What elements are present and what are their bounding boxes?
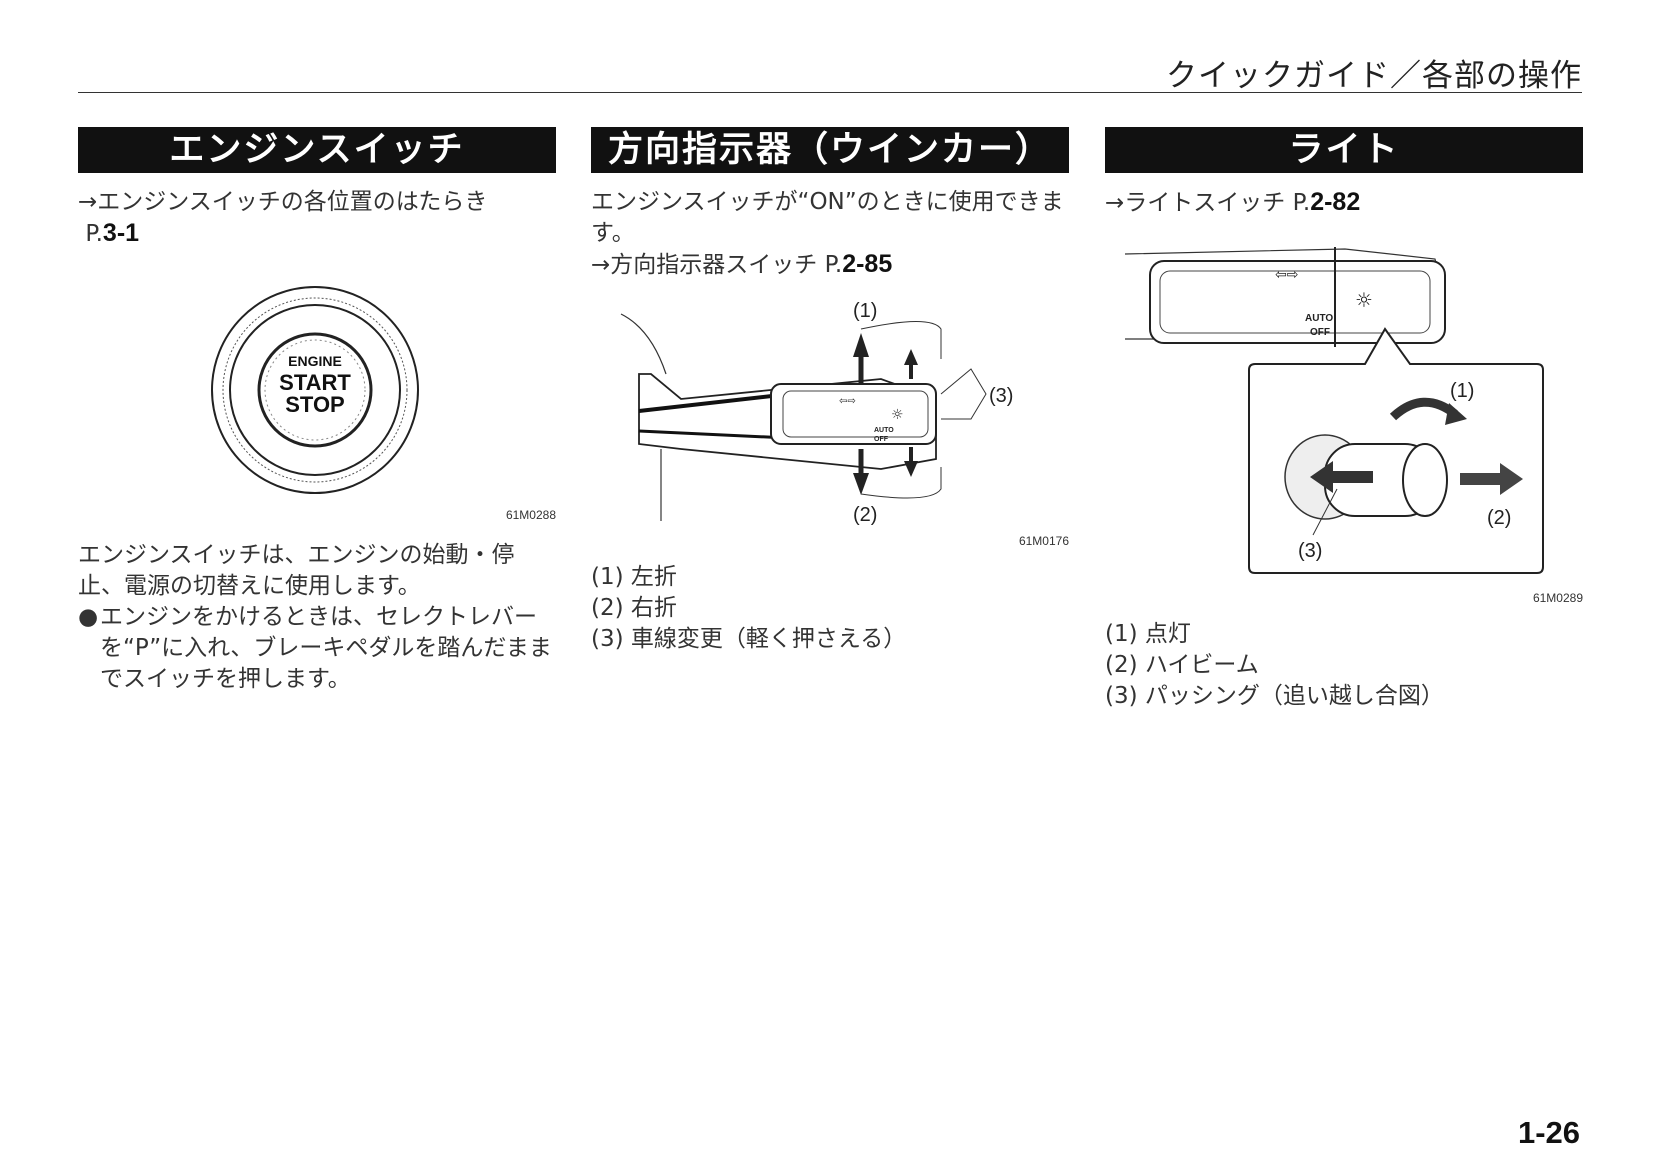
high-beam-arrow-icon bbox=[1460, 463, 1523, 495]
light-switch-legend: (1) 点灯 (2) ハイビーム (3) パッシング（追い越し合図） bbox=[1105, 619, 1583, 712]
section-heading: エンジンスイッチ bbox=[78, 127, 556, 173]
header-rule bbox=[78, 92, 1582, 93]
legend-item: (3) パッシング（追い越し合図） bbox=[1105, 683, 1444, 709]
light-switch-illustration: ⇦⇨ ☼ AUTO OFF (1) (2) (3) bbox=[1124, 247, 1544, 574]
callout-label-3: (3) bbox=[1298, 540, 1322, 562]
section-engine-switch: エンジンスイッチ →エンジンスイッチの各位置のはたらき P.3-1 ENGINE… bbox=[78, 127, 556, 695]
light-on-arrow-icon bbox=[1445, 403, 1467, 425]
callout-label-1: (1) bbox=[853, 300, 877, 322]
lane-change-arrow-down-icon bbox=[904, 461, 918, 477]
cross-reference-text: →ライトスイッチ bbox=[1105, 190, 1286, 216]
turn-signal-legend: (1) 左折 (2) 右折 (3) 車線変更（軽く押さえる） bbox=[591, 562, 1069, 655]
callout-label-3: (3) bbox=[989, 385, 1013, 407]
headlight-sun-icon: ☼ bbox=[1355, 288, 1373, 312]
cross-reference-text: →エンジンスイッチの各位置のはたらき bbox=[78, 189, 488, 215]
callout-label-2: (2) bbox=[1487, 507, 1511, 529]
cross-reference-text: →方向指示器スイッチ bbox=[591, 252, 818, 278]
turn-arrows-icon: ⇦⇨ bbox=[839, 396, 856, 407]
engine-button-figure: ENGINE START STOP 61M0288 bbox=[78, 250, 556, 540]
page-number: 1-26 bbox=[1517, 1115, 1580, 1150]
auto-position-label: AUTO bbox=[1305, 313, 1333, 324]
callout-label-1: (1) bbox=[1450, 380, 1474, 402]
cross-reference: →方向指示器スイッチ P.2-85 bbox=[591, 249, 1069, 281]
arrow-up-icon bbox=[853, 333, 869, 357]
button-label-start: START bbox=[279, 370, 351, 395]
section-light: ライト →ライトスイッチ P.2-82 ⇦⇨ ☼ AUTO OFF (1) (2… bbox=[1105, 127, 1583, 712]
cross-reference: →エンジンスイッチの各位置のはたらき P.3-1 bbox=[78, 187, 556, 250]
bullet-icon: ● bbox=[78, 604, 99, 630]
cross-reference-page-prefix: P. bbox=[85, 221, 103, 247]
cross-reference-page: 2-85 bbox=[842, 250, 893, 278]
auto-position-label: AUTO bbox=[874, 427, 894, 434]
figure-code: 61M0289 bbox=[1532, 591, 1583, 605]
turn-arrows-icon: ⇦⇨ bbox=[1275, 267, 1298, 283]
section-turn-signal: 方向指示器（ウインカー） エンジンスイッチが“ON”のときに使用できます。 →方… bbox=[591, 127, 1069, 655]
engine-start-stop-button-illustration: ENGINE START STOP bbox=[211, 286, 419, 494]
engine-start-note: ● エンジンをかけるときは、セレクトレバーを“P”に入れ、ブレーキペダルを踏んだ… bbox=[78, 602, 556, 695]
cross-reference-page-prefix: P. bbox=[1292, 190, 1311, 216]
light-switch-figure: ⇦⇨ ☼ AUTO OFF (1) (2) (3) 61M0289 bbox=[1105, 239, 1583, 659]
passing-arrow-icon bbox=[1310, 461, 1373, 493]
turn-signal-intro: エンジンスイッチが“ON”のときに使用できます。 bbox=[591, 189, 1064, 246]
figure-code: 61M0176 bbox=[1018, 534, 1069, 548]
engine-switch-description: エンジンスイッチは、エンジンの始動・停止、電源の切替えに使用します。 bbox=[78, 542, 515, 599]
arrow-down-icon bbox=[853, 473, 869, 495]
headlight-sun-icon: ☼ bbox=[891, 407, 904, 423]
off-position-label: OFF bbox=[1310, 327, 1330, 338]
turn-signal-lever-illustration: ⇦⇨ ☼ AUTO OFF (1) (2) (3) bbox=[620, 300, 1013, 526]
lane-change-arrow-up-icon bbox=[904, 349, 918, 365]
turn-signal-figure: ⇦⇨ ☼ AUTO OFF (1) (2) (3) 61M0176 bbox=[591, 289, 1069, 604]
button-label-stop: STOP bbox=[285, 392, 345, 417]
legend-item: (1) 点灯 bbox=[1105, 621, 1191, 647]
section-heading: ライト bbox=[1105, 127, 1583, 173]
page-header-title: クイックガイド／各部の操作 bbox=[1166, 58, 1582, 94]
legend-item: (1) 左折 bbox=[591, 564, 677, 590]
cross-reference: →ライトスイッチ P.2-82 bbox=[1105, 187, 1583, 219]
callout-label-2: (2) bbox=[853, 504, 877, 526]
cross-reference-page: 2-82 bbox=[1310, 188, 1361, 216]
off-position-label: OFF bbox=[874, 436, 889, 443]
cross-reference-page: 3-1 bbox=[102, 219, 140, 247]
legend-item: (2) ハイビーム bbox=[1105, 652, 1259, 678]
section-heading: 方向指示器（ウインカー） bbox=[591, 127, 1069, 173]
button-label-engine: ENGINE bbox=[288, 353, 342, 369]
figure-code: 61M0288 bbox=[505, 508, 556, 522]
engine-start-note-text: エンジンをかけるときは、セレクトレバーを“P”に入れ、ブレーキペダルを踏んだまま… bbox=[100, 604, 552, 692]
legend-item: (2) 右折 bbox=[591, 595, 677, 621]
cross-reference-page-prefix: P. bbox=[824, 252, 843, 278]
legend-item: (3) 車線変更（軽く押さえる） bbox=[591, 626, 907, 652]
